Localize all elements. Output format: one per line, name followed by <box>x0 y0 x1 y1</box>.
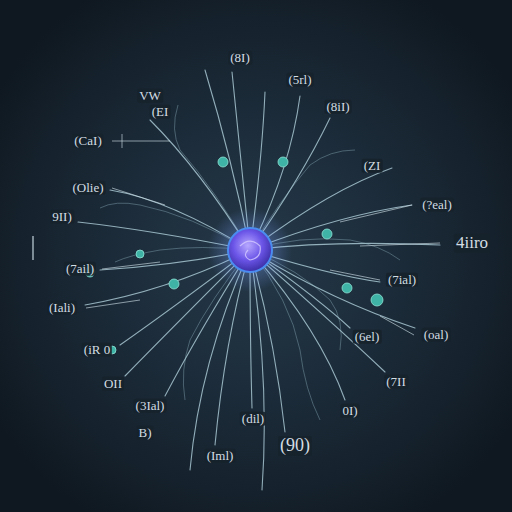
fine-fibres <box>100 105 400 420</box>
leader-line <box>112 141 170 142</box>
callout-label: (Iali) <box>47 301 77 315</box>
dendrites <box>78 70 440 490</box>
callout-label: (8I) <box>228 51 252 65</box>
callout-label: (oal) <box>422 328 451 342</box>
synapse-dot <box>136 250 144 258</box>
leader-line <box>112 188 165 205</box>
nucleus <box>228 228 272 272</box>
callout-label: (7ial) <box>386 273 418 287</box>
callout-label: (iR 0 <box>82 343 112 357</box>
callout-label: (CaI) <box>72 134 103 148</box>
callout-label: B) <box>137 426 154 440</box>
nucleus-detail <box>240 241 260 260</box>
callout-label: (7ail) <box>64 262 96 276</box>
callout-label: (6el) <box>353 330 382 344</box>
synapse-dot <box>322 229 332 239</box>
callout-label: (7II <box>384 375 408 389</box>
synapse-dot <box>278 157 288 167</box>
nucleus-glow <box>208 208 292 292</box>
callout-label: (8iI) <box>324 100 351 114</box>
synapse-dot <box>169 279 179 289</box>
leader-line <box>360 243 440 246</box>
synapse-dot <box>218 157 228 167</box>
callout-label: (EI <box>150 105 171 119</box>
callout-label: 9II) <box>50 210 74 224</box>
callout-label: VW <box>137 89 163 103</box>
synapse-dots <box>85 157 383 354</box>
vertical-bar <box>32 236 34 260</box>
callout-label: (Olie) <box>70 181 105 195</box>
leader-line <box>102 262 160 269</box>
callout-label: 4iiro <box>454 234 490 253</box>
callout-label: (dil) <box>240 412 266 426</box>
leader-line <box>86 300 140 308</box>
callout-label: (90) <box>278 436 312 456</box>
callout-label: (ZI <box>362 159 383 173</box>
synapse-dot <box>342 283 352 293</box>
synapse-dot <box>371 294 383 306</box>
tick-mark <box>122 134 123 148</box>
callout-label: (3Ial) <box>134 399 167 413</box>
callout-label: (?eal) <box>420 198 454 212</box>
leader-lines <box>33 134 440 335</box>
leader-line <box>330 270 380 280</box>
callout-label: (Iml) <box>205 449 236 463</box>
leader-line <box>340 205 412 222</box>
callout-label: (5rl) <box>286 73 313 87</box>
callout-label: OII <box>102 377 124 391</box>
callout-label: 0I) <box>340 404 359 418</box>
leader-line <box>380 316 414 335</box>
